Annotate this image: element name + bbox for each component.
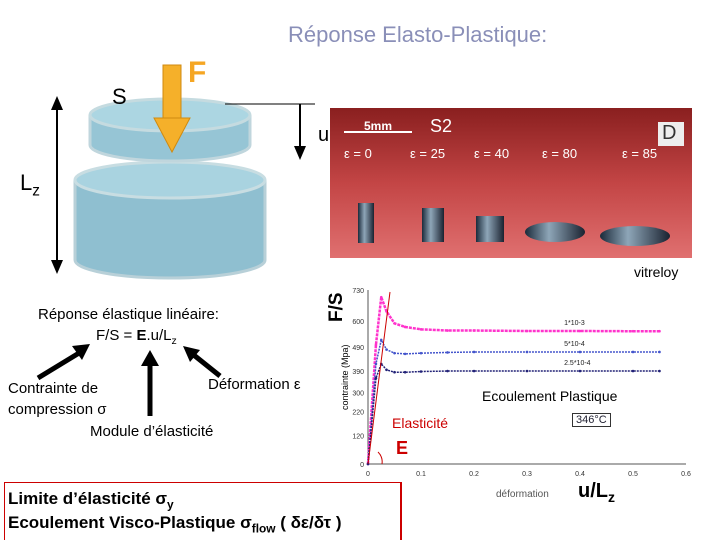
strain-label-0: ε = 0 <box>344 146 372 161</box>
force-label: F <box>188 56 207 89</box>
x-axis-caption: déformation <box>496 489 549 500</box>
length-label: Lz <box>20 170 40 200</box>
strain-label-85: ε = 85 <box>622 146 658 161</box>
series-line <box>367 362 660 465</box>
sample-40 <box>476 216 504 242</box>
photo-caption: vitreloy <box>634 264 679 280</box>
stress-label-1: Contrainte de <box>8 380 99 397</box>
y-tick-label: 390 <box>352 369 364 376</box>
series-label: 2.5*10-4 <box>564 360 591 367</box>
data-point <box>631 369 635 373</box>
data-point <box>578 369 582 373</box>
yield-limit-label: Limite d’élasticité σy <box>8 489 174 512</box>
data-point <box>446 329 449 332</box>
data-point <box>385 348 388 351</box>
data-point <box>385 368 388 372</box>
y-tick-label: 600 <box>352 319 364 326</box>
sample-25 <box>422 208 444 242</box>
data-point <box>379 338 383 342</box>
y-tick-label: 730 <box>352 288 364 295</box>
data-point <box>374 343 378 347</box>
sample-80 <box>525 222 585 242</box>
area-label: S <box>112 84 127 109</box>
scale-label: 5mm <box>364 119 393 133</box>
y-tick-label: 220 <box>352 410 364 417</box>
x-tick-label: 0.6 <box>681 471 691 478</box>
x-tick-label: 0.4 <box>575 471 585 478</box>
strain-label-40: ε = 40 <box>474 146 510 161</box>
sample-photo: 5mm S2 D ε = 0 ε = 25 ε = 40 ε = 80 ε = … <box>330 108 692 258</box>
data-point <box>446 351 449 354</box>
data-point <box>393 351 396 355</box>
displacement-label: u <box>318 124 330 146</box>
y-tick-label: 120 <box>352 433 364 440</box>
data-point <box>419 328 423 331</box>
sample-label: S2 <box>430 116 453 136</box>
elastic-angle-arc <box>377 451 383 465</box>
data-point <box>393 370 396 374</box>
cylinder-diagram <box>51 64 315 280</box>
strain-label-25: ε = 25 <box>410 146 446 161</box>
data-point <box>374 376 378 380</box>
y-tick-label: 300 <box>352 390 364 397</box>
ulz-label: u/Lz <box>578 480 615 505</box>
data-point <box>472 350 476 354</box>
series-label: 5*10-4 <box>564 341 585 348</box>
data-point <box>631 329 635 333</box>
elastic-formula: F/S = E.u/Lz <box>96 327 177 347</box>
strain-label: Déformation ε <box>208 376 301 393</box>
data-point <box>631 350 635 354</box>
series-label: 1*10-3 <box>564 320 585 327</box>
elastic-region-label: Elasticité <box>392 415 449 431</box>
y-tick-label: 0 <box>360 462 364 469</box>
data-point <box>658 329 661 333</box>
data-point <box>658 369 661 373</box>
modulus-label: Module d’élasticité <box>90 423 214 440</box>
x-tick-label: 0.1 <box>416 471 426 478</box>
strain-label-80: ε = 80 <box>542 146 578 161</box>
data-point <box>525 369 529 373</box>
corner-label: D <box>662 122 677 144</box>
data-point <box>419 351 423 355</box>
data-point <box>403 352 407 356</box>
data-point <box>578 350 582 354</box>
data-point <box>658 350 661 354</box>
x-tick-label: 0.5 <box>628 471 638 478</box>
data-point <box>403 325 407 329</box>
base-cylinder <box>73 180 267 280</box>
y-axis-title: contrainte (Mpa) <box>340 344 350 410</box>
data-point <box>374 362 378 366</box>
data-point <box>525 329 529 333</box>
data-point <box>472 369 476 373</box>
data-point <box>403 370 407 374</box>
elastic-tangent <box>367 291 391 465</box>
data-point <box>578 329 582 333</box>
data-point <box>379 295 383 299</box>
x-tick-label: 0 <box>366 471 370 478</box>
bottom-box <box>4 482 402 540</box>
stress-strain-chart: contrainte (Mpa) 0 120 220 300 390 490 600 730 0… <box>340 288 691 478</box>
data-point <box>393 322 396 325</box>
data-point <box>446 369 449 373</box>
data-point <box>419 370 423 373</box>
stress-label-2: compression σ <box>8 401 107 418</box>
temperature-label: 346°C <box>572 413 611 427</box>
viscoplastic-flow-label: Ecoulement Visco-Plastique σflow ( δε/δτ… <box>8 513 342 536</box>
modulus-e-label: E <box>396 438 409 458</box>
x-tick-label: 0.3 <box>522 471 532 478</box>
plastic-flow-label: Ecoulement Plastique <box>482 388 618 404</box>
data-point <box>472 329 476 332</box>
sample-0 <box>358 203 374 243</box>
data-point <box>525 350 529 354</box>
sample-85 <box>600 226 670 246</box>
page-title: Réponse Elasto-Plastique: <box>288 22 548 47</box>
y-tick-label: 490 <box>352 345 364 352</box>
elastic-title: Réponse élastique linéaire: <box>38 306 219 323</box>
series-line <box>366 296 660 465</box>
x-tick-label: 0.2 <box>469 471 479 478</box>
